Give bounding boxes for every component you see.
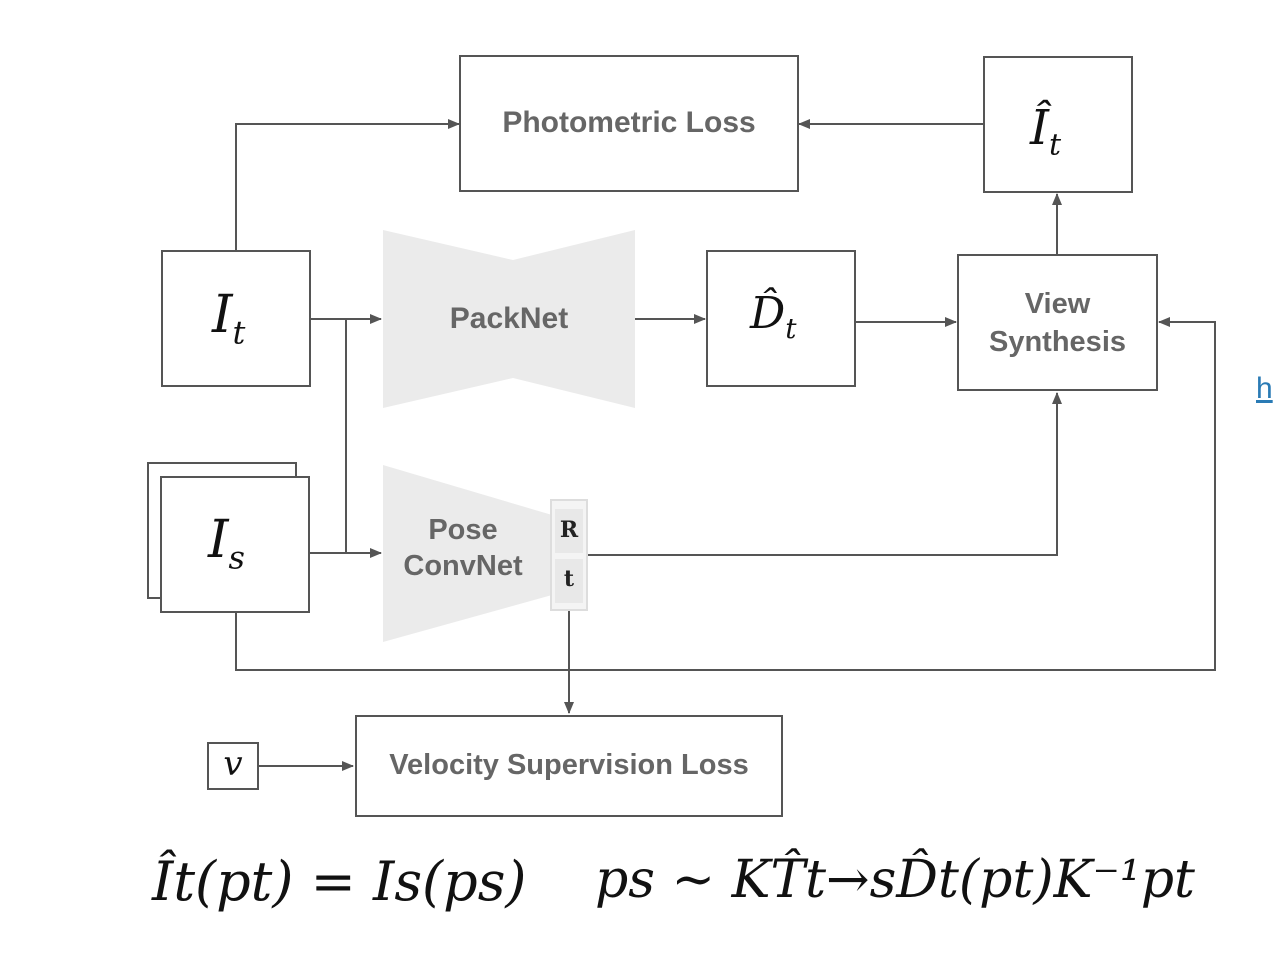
target-image-box	[161, 250, 311, 387]
packnet-shape	[383, 230, 635, 408]
depth-map-box	[706, 250, 856, 387]
velocity-box	[207, 742, 259, 790]
velocity-symbol: v	[223, 744, 243, 784]
arrow-is-to-view	[235, 317, 1216, 671]
pose-convnet-label-line1: Pose	[428, 514, 498, 546]
source-image-symbol: Is	[208, 510, 245, 577]
synthesized-image-box	[983, 56, 1133, 193]
photometric-loss-box	[459, 55, 799, 192]
pose-convnet-shape	[383, 465, 552, 642]
target-image-symbol: It	[212, 285, 246, 352]
view-synthesis-label-line1: View	[1024, 288, 1091, 320]
packnet-label: PackNet	[449, 302, 569, 335]
arrow-pose-to-view	[588, 392, 1062, 556]
velocity-loss-label: Velocity Supervision Loss	[389, 749, 749, 781]
pose-convnet-label-line2: ConvNet	[403, 550, 523, 582]
photometric-loss-label: Photometric Loss	[502, 106, 756, 139]
view-synthesis-box	[957, 254, 1158, 391]
rotation-label: R	[559, 517, 579, 543]
rotation-cell	[555, 509, 583, 553]
translation-cell	[555, 559, 583, 603]
depth-map-symbol: D̂t	[750, 288, 797, 345]
translation-label: t	[563, 566, 575, 592]
arrow-it-to-photometric	[235, 119, 460, 250]
velocity-loss-box	[355, 715, 783, 817]
equation-projection: ps ~ KT̂t→sD̂t(pt)K⁻¹pt	[595, 850, 1195, 910]
edge-link[interactable]: h	[1256, 372, 1273, 405]
equation-photometric: Ît(pt) = Is(ps)	[152, 850, 527, 913]
synthesized-image-symbol: Ît	[1030, 100, 1062, 163]
view-synthesis-label-line2: Synthesis	[989, 326, 1126, 358]
source-image-box	[160, 476, 310, 613]
